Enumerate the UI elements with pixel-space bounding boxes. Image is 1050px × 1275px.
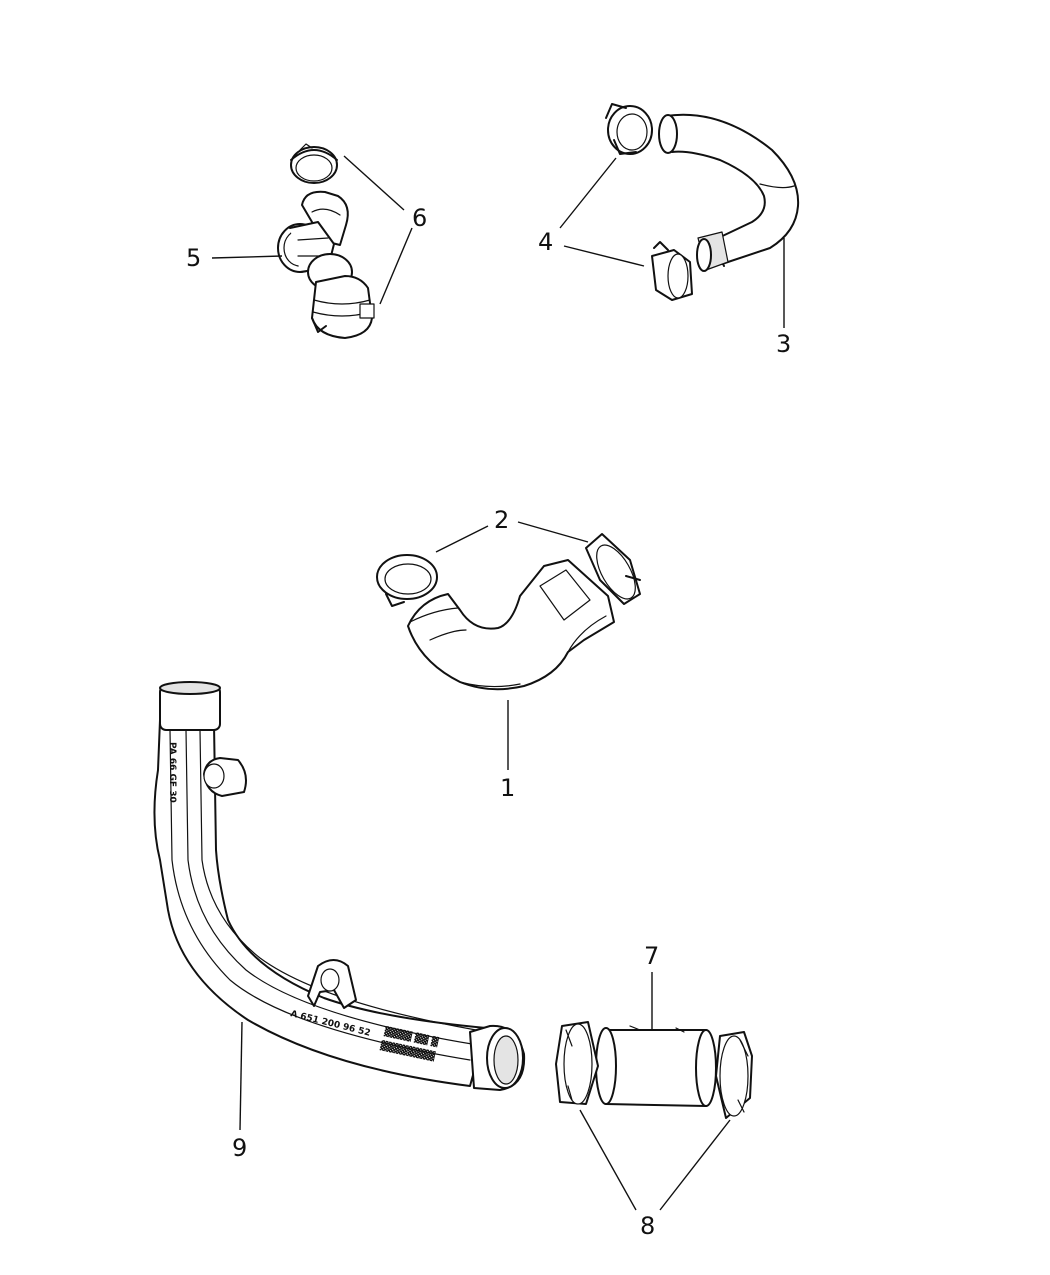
callout-7: 7 [644, 942, 659, 970]
callout-6: 6 [412, 204, 427, 232]
part-1-elbow-hose[interactable] [407, 559, 615, 691]
callout-1: 1 [500, 774, 515, 802]
part-4-upper-clamp[interactable] [605, 103, 653, 155]
part-2-right-clamp[interactable] [585, 533, 643, 605]
callout-4: 4 [538, 228, 553, 256]
callout-8: 8 [640, 1212, 655, 1240]
callout-5: 5 [186, 244, 201, 272]
part-6-upper-clamp[interactable] [290, 143, 338, 184]
part-4-lower-clamp[interactable] [651, 241, 693, 301]
callout-9: 9 [232, 1134, 247, 1162]
callout-labels: 1 2 3 4 5 6 7 8 9 [186, 204, 791, 1240]
leader-lines [211, 155, 785, 1211]
part-5-connector-hose[interactable] [277, 190, 375, 339]
part-7-sleeve[interactable] [595, 1025, 717, 1107]
part-8-right-clamp[interactable] [715, 1031, 753, 1119]
part-2-left-clamp[interactable] [376, 554, 438, 607]
callout-2: 2 [494, 506, 509, 534]
part-8-left-clamp[interactable] [555, 1021, 599, 1105]
pipe-marking-material: PA 66 GF 30 [167, 742, 177, 803]
part-3-hose[interactable] [658, 113, 800, 272]
callout-3: 3 [776, 330, 791, 358]
part-9-coolant-pipe[interactable]: A 651 200 96 52 ▓▓▓▓ ▓▓ ▓ ▓▓▓▓▓▓▓▓ PA 66… [153, 681, 526, 1091]
